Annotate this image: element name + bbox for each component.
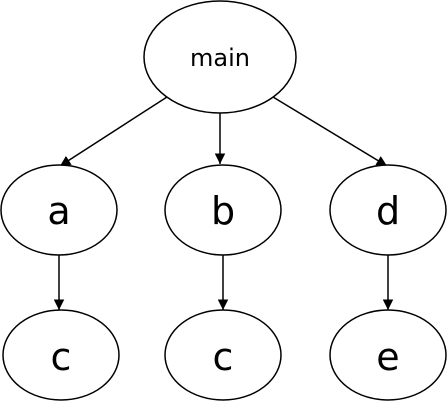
node-e-label: e	[376, 335, 399, 379]
node-b-label: b	[211, 189, 235, 233]
node-main-shape	[143, 0, 297, 114]
node-e: e	[329, 309, 447, 401]
node-a: a	[0, 164, 118, 256]
node-b-shape	[164, 164, 282, 256]
edges	[53, 96, 394, 310]
node-d: d	[329, 164, 447, 256]
edge-main-a	[59, 96, 168, 167]
node-b: b	[164, 164, 282, 256]
edge-main-d	[272, 96, 388, 167]
node-c-left: c	[2, 309, 120, 401]
node-c-middle-shape	[164, 309, 282, 401]
node-d-label: d	[376, 189, 400, 233]
node-main-label: main	[190, 44, 250, 72]
node-a-label: a	[47, 189, 70, 233]
node-main: main	[143, 0, 297, 114]
node-c-left-shape	[2, 309, 120, 401]
node-c-middle-label: c	[213, 335, 234, 379]
node-d-shape	[329, 164, 447, 256]
node-e-shape	[329, 309, 447, 401]
node-c-middle: c	[164, 309, 282, 401]
node-a-shape	[0, 164, 118, 256]
node-c-left-label: c	[51, 335, 72, 379]
